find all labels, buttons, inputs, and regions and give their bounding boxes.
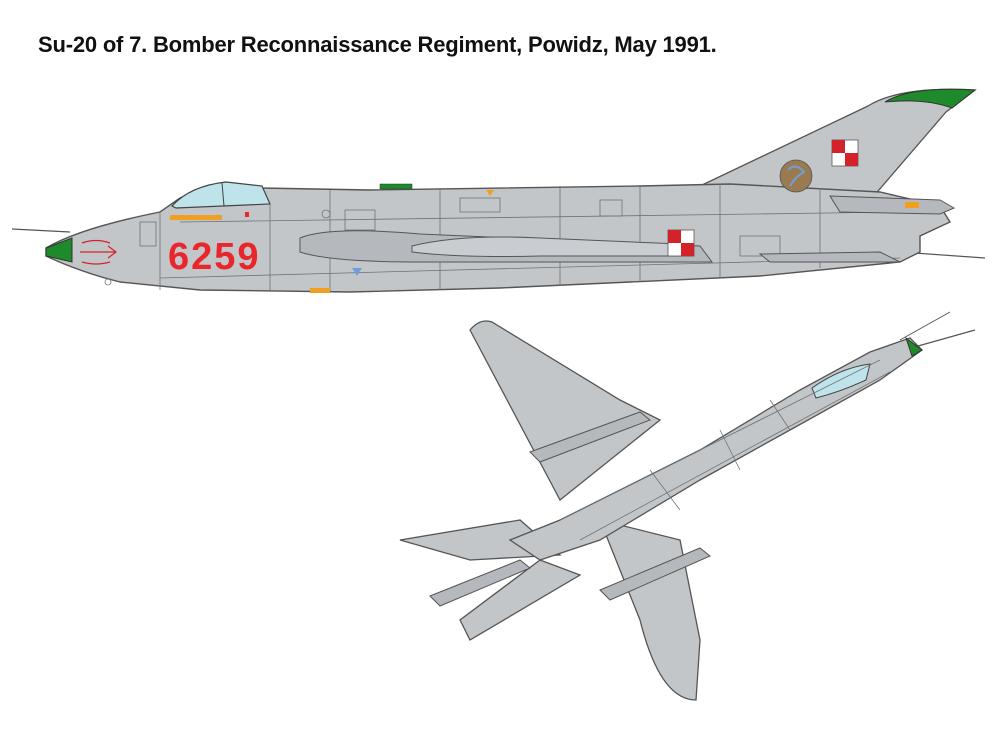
page-title: Su-20 of 7. Bomber Reconnaissance Regime… — [38, 32, 717, 57]
upper-wing — [469, 320, 662, 501]
polish-checkerboard-icon — [667, 229, 695, 257]
fin-checkerboard-icon — [831, 139, 859, 167]
top-nose-tip — [905, 336, 923, 357]
fin-tip — [884, 88, 977, 109]
right-stabilizer — [459, 559, 582, 641]
nose-cone — [45, 237, 73, 263]
tail-number: 6259 — [168, 236, 261, 278]
rescue-arrow-icon — [80, 239, 117, 265]
side-view-illustration: 6259 — [11, 88, 986, 293]
canopy — [171, 181, 271, 209]
lower-wing — [598, 519, 701, 701]
top-view-illustration — [399, 311, 976, 701]
unit-emblem-icon — [779, 159, 813, 193]
